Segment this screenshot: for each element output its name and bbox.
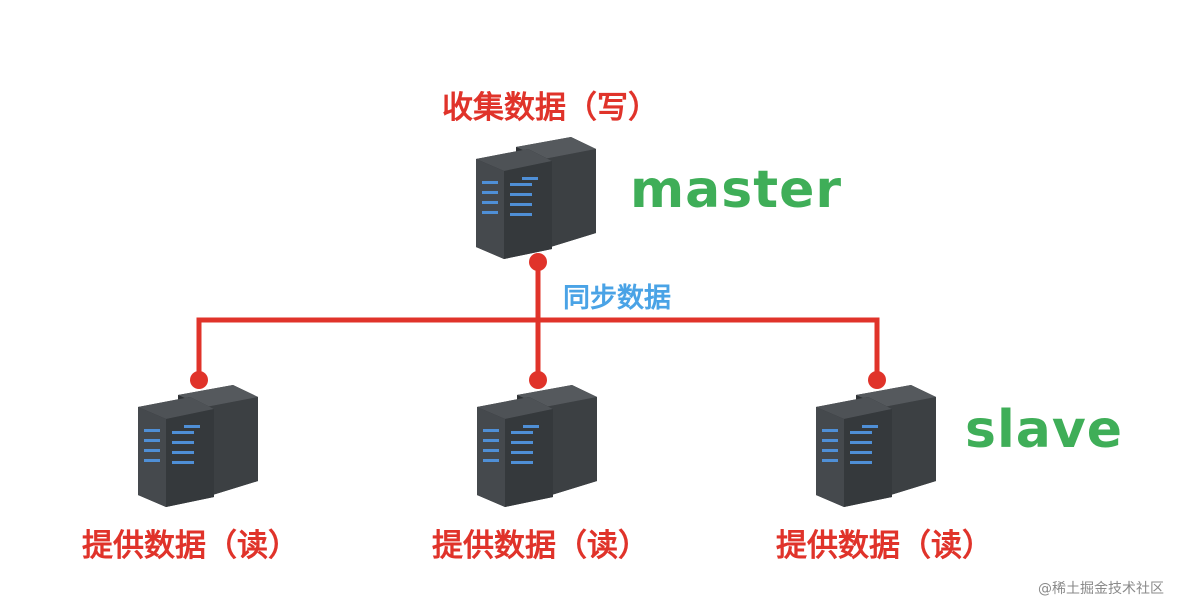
slave-dot-0 <box>190 371 208 389</box>
slave-label: slave <box>965 400 1124 460</box>
master-dot <box>529 253 547 271</box>
slave-caption-1: 提供数据（读） <box>432 528 649 564</box>
master-server-icon <box>476 137 596 259</box>
slave-caption-0: 提供数据（读） <box>82 528 299 564</box>
watermark: @稀土掘金技术社区 <box>1038 581 1164 597</box>
connection-dots <box>190 253 886 389</box>
slave-dot-1 <box>529 371 547 389</box>
slave-dot-2 <box>868 371 886 389</box>
slave-server-icon-0 <box>138 385 258 507</box>
sync-label: 同步数据 <box>563 283 671 314</box>
slave-caption-2: 提供数据（读） <box>776 528 993 564</box>
master-label: master <box>630 160 842 220</box>
slave-server-icon-1 <box>477 385 597 507</box>
slave-server-icon-2 <box>816 385 936 507</box>
bus-line <box>196 317 880 380</box>
master-caption: 收集数据（写） <box>442 90 659 126</box>
connection-lines <box>196 262 880 380</box>
